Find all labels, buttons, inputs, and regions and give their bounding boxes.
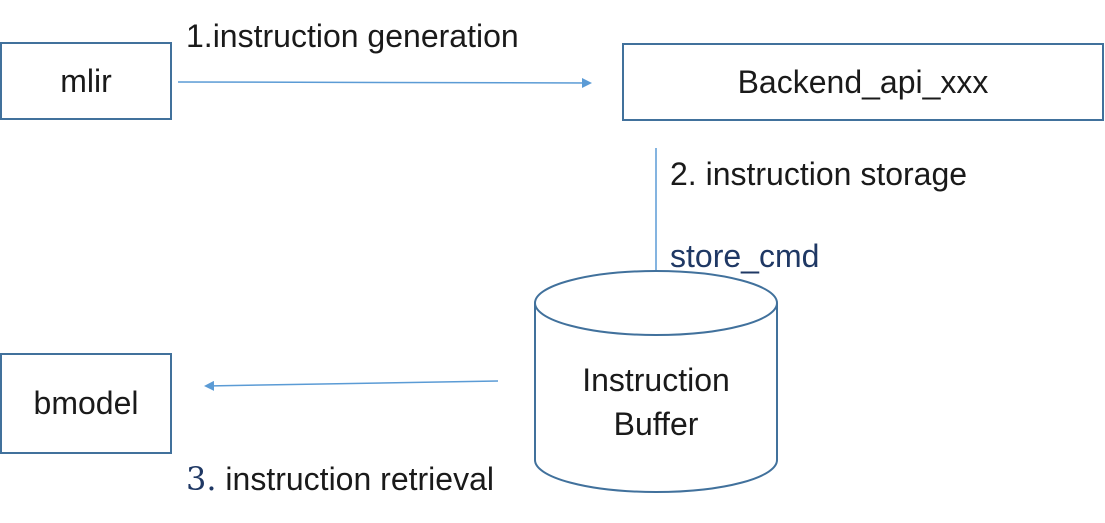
edge-sublabel-store-cmd: store_cmd [670, 238, 820, 274]
node-mlir: mlir [0, 42, 172, 120]
edge-label-generation: 1.instruction generation [186, 18, 519, 54]
edge-label-storage: 2. instruction storage [670, 156, 968, 192]
node-instruction-buffer: Instruction Buffer [535, 358, 777, 446]
edge-label-retrieval: 3. instruction retrieval [186, 460, 494, 498]
node-bmodel-label: bmodel [33, 385, 139, 421]
node-backend-label: Backend_api_xxx [737, 63, 989, 100]
retrieval-label-text: instruction retrieval [216, 461, 494, 497]
buffer-label-line1: Instruction [582, 362, 730, 398]
database-cylinder-icon [534, 270, 778, 493]
node-mlir-label: mlir [60, 62, 112, 99]
node-backend-api: Backend_api_xxx [622, 43, 1104, 121]
retrieval-step-number: 3. [186, 460, 217, 498]
node-bmodel: bmodel [0, 353, 172, 454]
buffer-label-line2: Buffer [613, 406, 699, 442]
arrow-generation [177, 77, 592, 88]
arrow-retrieval [204, 380, 499, 391]
